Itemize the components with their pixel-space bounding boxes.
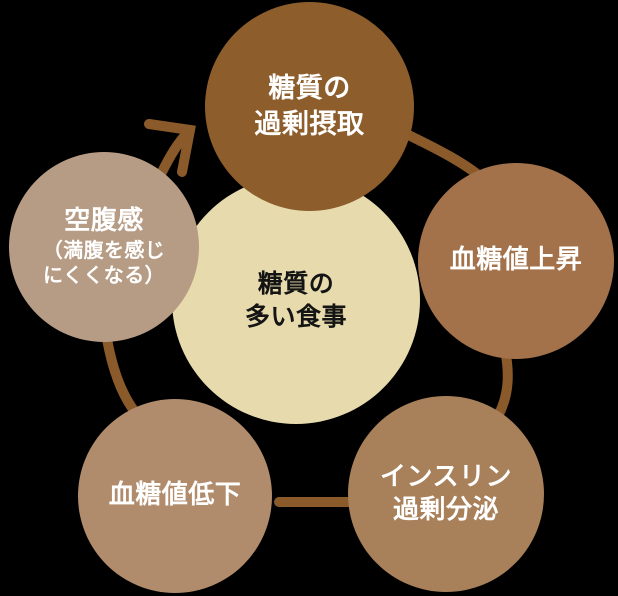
connector-right-to-bottom-right	[494, 350, 513, 419]
node-hunger: 空腹感 （満腹を感じ にくくなる）	[9, 152, 199, 342]
node-left-label-secondary: （満腹を感じ にくくなる）	[42, 237, 166, 288]
node-blood-sugar-rise: 血糖値上昇	[418, 163, 614, 359]
node-center-carb-heavy-meal: 糖質の 多い食事	[172, 176, 420, 424]
node-right-label: 血糖値上昇	[449, 245, 583, 276]
arrow-head-icon	[144, 119, 196, 177]
node-bottom-right-label: インスリン 過剰分泌	[379, 462, 513, 525]
node-excess-sugar-intake: 糖質の 過剰摂取	[205, 2, 414, 211]
node-top-label: 糖質の 過剰摂取	[254, 73, 365, 140]
node-bottom-left-label: 血糖値低下	[108, 480, 242, 511]
node-insulin-oversecretion: インスリン 過剰分泌	[348, 396, 544, 592]
connector-bottom-left-to-left	[102, 334, 140, 417]
node-center-label: 糖質の 多い食事	[244, 269, 347, 331]
node-blood-sugar-drop: 血糖値低下	[78, 399, 272, 593]
node-left-label-primary: 空腹感	[64, 205, 144, 236]
